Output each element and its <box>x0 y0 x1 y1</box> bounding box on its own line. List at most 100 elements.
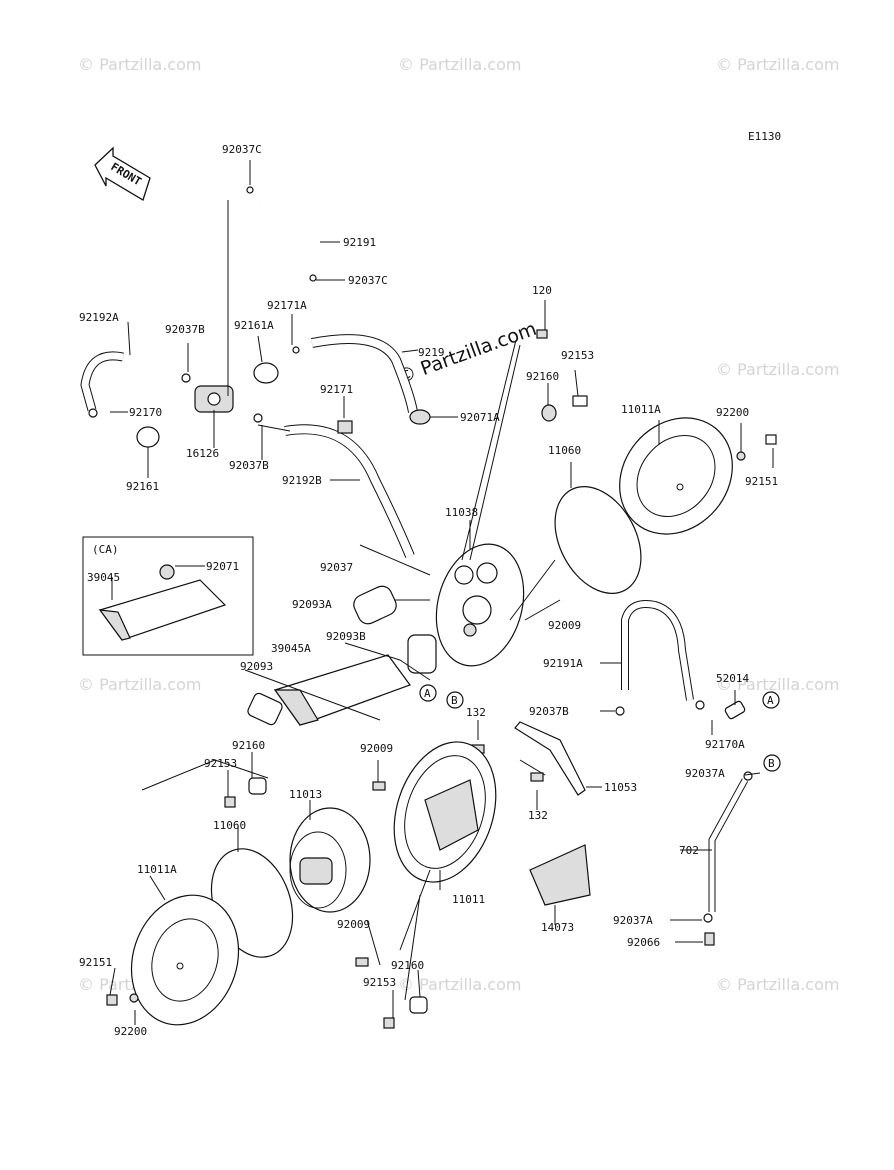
callout-b-icon: B <box>446 691 464 709</box>
part-number: 92160 <box>391 959 424 972</box>
hose-assembly <box>80 160 458 558</box>
diagram-code: E1130 <box>748 130 781 143</box>
part-number: 132 <box>528 809 548 822</box>
part-number: 92009 <box>337 918 370 931</box>
part-number: 92037C <box>348 274 388 287</box>
watermark: © Partzilla.com <box>78 675 201 694</box>
part-number: 11011 <box>452 893 485 906</box>
grommet-icon <box>409 409 431 425</box>
clamp-icon <box>246 186 254 194</box>
cap-icon <box>136 426 160 448</box>
part-number: 39045 <box>87 571 120 584</box>
part-number: 132 <box>466 706 486 719</box>
part-number: 92037A <box>685 767 725 780</box>
part-number: 92153 <box>561 349 594 362</box>
gasket-icon <box>247 692 283 726</box>
part-number: 92161A <box>234 319 274 332</box>
front-arrow-icon: FRONT <box>94 146 151 201</box>
watermark: © Partzilla.com <box>398 55 521 74</box>
callout-label: A <box>424 687 431 700</box>
callout-a-icon: A <box>762 691 780 709</box>
watermark: © Partzilla.com <box>716 675 839 694</box>
callout-label: A <box>767 694 774 707</box>
part-number: 9219 <box>418 346 445 359</box>
part-number: 92037A <box>613 914 653 927</box>
part-number: 11053 <box>604 781 637 794</box>
part-number: 120 <box>532 284 552 297</box>
part-number: 92037B <box>229 459 269 472</box>
part-number: 16126 <box>186 447 219 460</box>
watermark: © Partzilla.com <box>78 55 201 74</box>
watermark: © Partzilla.com <box>716 55 839 74</box>
part-number: 92151 <box>79 956 112 969</box>
part-labels: 92037C 92191 92037C 92192A 92037B 92161A… <box>79 143 778 1038</box>
part-number: 92153 <box>363 976 396 989</box>
part-number: 92160 <box>232 739 265 752</box>
callout-a-icon: A <box>419 684 437 702</box>
part-number: 92170 <box>129 406 162 419</box>
part-number: 92093A <box>292 598 332 611</box>
part-number: 11038 <box>445 506 478 519</box>
watermark: © Partzilla.com <box>716 975 839 994</box>
part-number: 702 <box>679 844 699 857</box>
collar-icon <box>541 404 557 422</box>
part-number: 39045A <box>271 642 311 655</box>
part-number: 92171A <box>267 299 307 312</box>
part-number: 92191A <box>543 657 583 670</box>
part-number: 92160 <box>526 370 559 383</box>
top-right-parts <box>536 300 777 594</box>
inset-label: (CA) <box>92 543 119 556</box>
cap-icon <box>253 362 279 384</box>
part-number: 52014 <box>716 672 749 685</box>
bracket-icon <box>514 721 586 796</box>
ca-inset: (CA) <box>82 536 254 656</box>
part-number: 92093B <box>326 630 366 643</box>
part-number: 92192A <box>79 311 119 324</box>
right-side-parts: A B A B <box>419 600 781 946</box>
part-number: 92200 <box>716 406 749 419</box>
callout-b-icon: B <box>763 754 781 772</box>
part-number: 92151 <box>745 475 778 488</box>
filter-element-icon <box>529 844 591 906</box>
gasket-icon <box>407 634 437 674</box>
gasket-ring-icon <box>554 486 642 594</box>
part-number: 92066 <box>627 936 660 949</box>
watermark: © Partzilla.com <box>716 360 839 379</box>
callout-label: B <box>768 757 775 770</box>
gaskets <box>244 585 437 726</box>
callout-label: B <box>451 694 458 707</box>
part-number: 92009 <box>548 619 581 632</box>
air-cleaner-cover-icon <box>130 894 240 1026</box>
part-number: 92192B <box>282 474 322 487</box>
part-number: 11060 <box>213 819 246 832</box>
clamp-icon <box>309 274 317 282</box>
part-number: 92161 <box>126 480 159 493</box>
part-number: 92037 <box>320 561 353 574</box>
part-number: 92093 <box>240 660 273 673</box>
part-number: 92191 <box>343 236 376 249</box>
bolt-icon <box>536 329 548 339</box>
part-number: 11011A <box>621 403 661 416</box>
cap-icon <box>724 700 746 720</box>
bolt-icon <box>572 395 588 407</box>
part-number: 92071 <box>206 560 239 573</box>
part-number: 92200 <box>114 1025 147 1038</box>
part-number: 14073 <box>541 921 574 934</box>
part-number: 11060 <box>548 444 581 457</box>
part-number: 92153 <box>204 757 237 770</box>
part-number: 92037B <box>529 705 569 718</box>
part-number: 92009 <box>360 742 393 755</box>
part-number: 92071A <box>460 411 500 424</box>
part-number: 11011A <box>137 863 177 876</box>
part-number: 92171 <box>320 383 353 396</box>
part-number: 92037C <box>222 143 262 156</box>
air-cleaner-cover-icon <box>619 417 733 535</box>
part-number: 92037B <box>165 323 205 336</box>
lower-assembly <box>106 741 591 1029</box>
watermark: © Partzilla.com <box>398 975 521 994</box>
clip-icon <box>337 420 353 434</box>
part-number: 11013 <box>289 788 322 801</box>
gasket-icon <box>353 585 397 625</box>
